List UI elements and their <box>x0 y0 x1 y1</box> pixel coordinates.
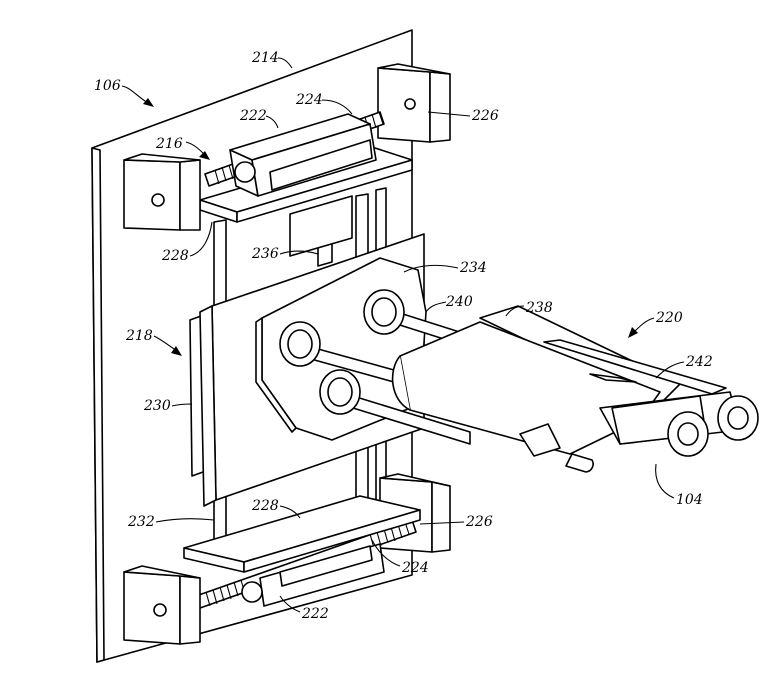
label-242: 242 <box>685 354 713 370</box>
label-222-bottom: 222 <box>301 606 329 622</box>
label-224-bottom: 224 <box>401 560 429 576</box>
label-222-top: 222 <box>239 108 267 124</box>
tool-assembly <box>391 305 759 473</box>
top-nut <box>229 113 377 197</box>
label-236: 236 <box>251 246 279 262</box>
label-234: 234 <box>459 260 487 276</box>
label-224-top: 224 <box>295 92 323 108</box>
reference-labels: 106 214 224 222 226 216 228 236 234 240 … <box>94 50 713 622</box>
label-228-top: 228 <box>161 248 189 264</box>
top-left-block <box>123 153 201 231</box>
label-232: 232 <box>127 514 155 530</box>
label-226-top: 226 <box>471 108 499 124</box>
link-rod <box>289 195 353 267</box>
label-216: 216 <box>155 136 183 152</box>
bottom-left-block <box>123 565 201 645</box>
bottom-carriage-plate <box>183 495 421 573</box>
label-230: 230 <box>143 398 171 414</box>
label-220: 220 <box>655 310 683 326</box>
bottom-nut <box>241 543 385 607</box>
label-226-bottom: 226 <box>465 514 493 530</box>
label-214: 214 <box>251 50 279 66</box>
label-106: 106 <box>94 78 121 94</box>
label-228-bottom: 228 <box>251 498 279 514</box>
label-238: 238 <box>525 300 553 316</box>
label-104: 104 <box>676 492 703 508</box>
label-218: 218 <box>125 328 153 344</box>
label-240: 240 <box>445 294 473 310</box>
top-right-block <box>377 63 451 143</box>
